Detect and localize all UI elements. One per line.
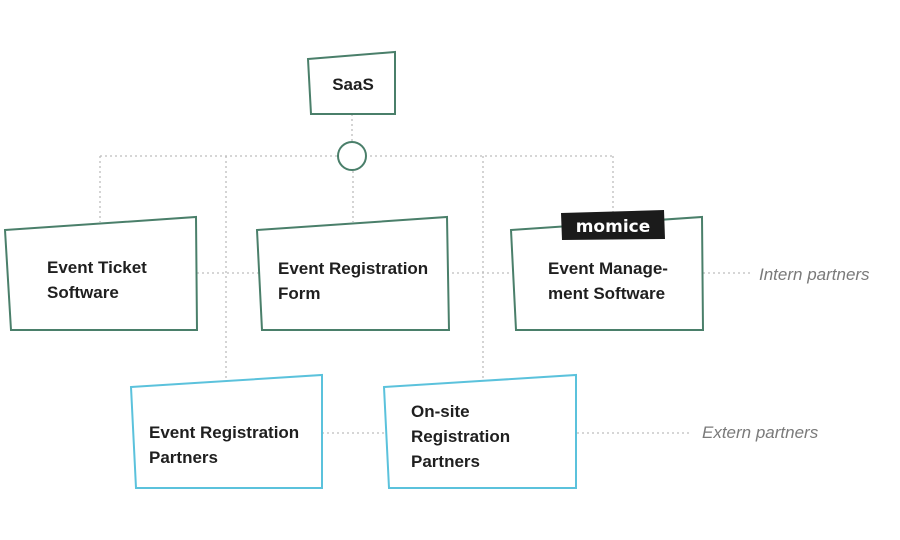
- onsite-registration-partners-label-line3: Partners: [411, 452, 480, 471]
- event-ticket-software-node: Event Ticket Software: [3, 215, 199, 331]
- event-registration-partners-label-line2: Partners: [149, 448, 218, 467]
- momice-logo-text: momice: [576, 217, 651, 237]
- event-registration-partners-node: Event Registration Partners: [129, 373, 323, 489]
- event-management-software-node: momice Event Manage- ment Software: [509, 210, 705, 331]
- event-registration-partners-label-line1: Event Registration: [149, 423, 299, 442]
- event-registration-partners-box: [129, 373, 323, 489]
- event-management-software-label-line2: ment Software: [548, 284, 665, 303]
- event-registration-form-label-line1: Event Registration: [278, 259, 428, 278]
- intern-partners-label: Intern partners: [759, 265, 870, 284]
- onsite-registration-partners-label-line1: On-site: [411, 402, 470, 421]
- event-registration-form-box: [255, 215, 451, 331]
- saas-node: SaaS: [306, 50, 396, 115]
- saas-label: SaaS: [332, 75, 374, 94]
- onsite-registration-partners-label-line2: Registration: [411, 427, 510, 446]
- extern-partners-label: Extern partners: [702, 423, 819, 442]
- event-management-software-label-line1: Event Manage-: [548, 259, 668, 278]
- momice-logo: momice: [561, 210, 665, 240]
- event-registration-form-node: Event Registration Form: [255, 215, 451, 331]
- event-ticket-software-box: [3, 215, 199, 331]
- event-ticket-software-label-line2: Software: [47, 283, 119, 302]
- momice-logo-badge: [561, 210, 665, 240]
- event-registration-form-label-line2: Form: [278, 284, 321, 303]
- event-ticket-software-label-line1: Event Ticket: [47, 258, 147, 277]
- onsite-registration-partners-node: On-site Registration Partners: [382, 373, 577, 489]
- saas-box: [306, 50, 396, 115]
- onsite-registration-partners-box: [382, 373, 577, 489]
- hub-node: [337, 141, 367, 171]
